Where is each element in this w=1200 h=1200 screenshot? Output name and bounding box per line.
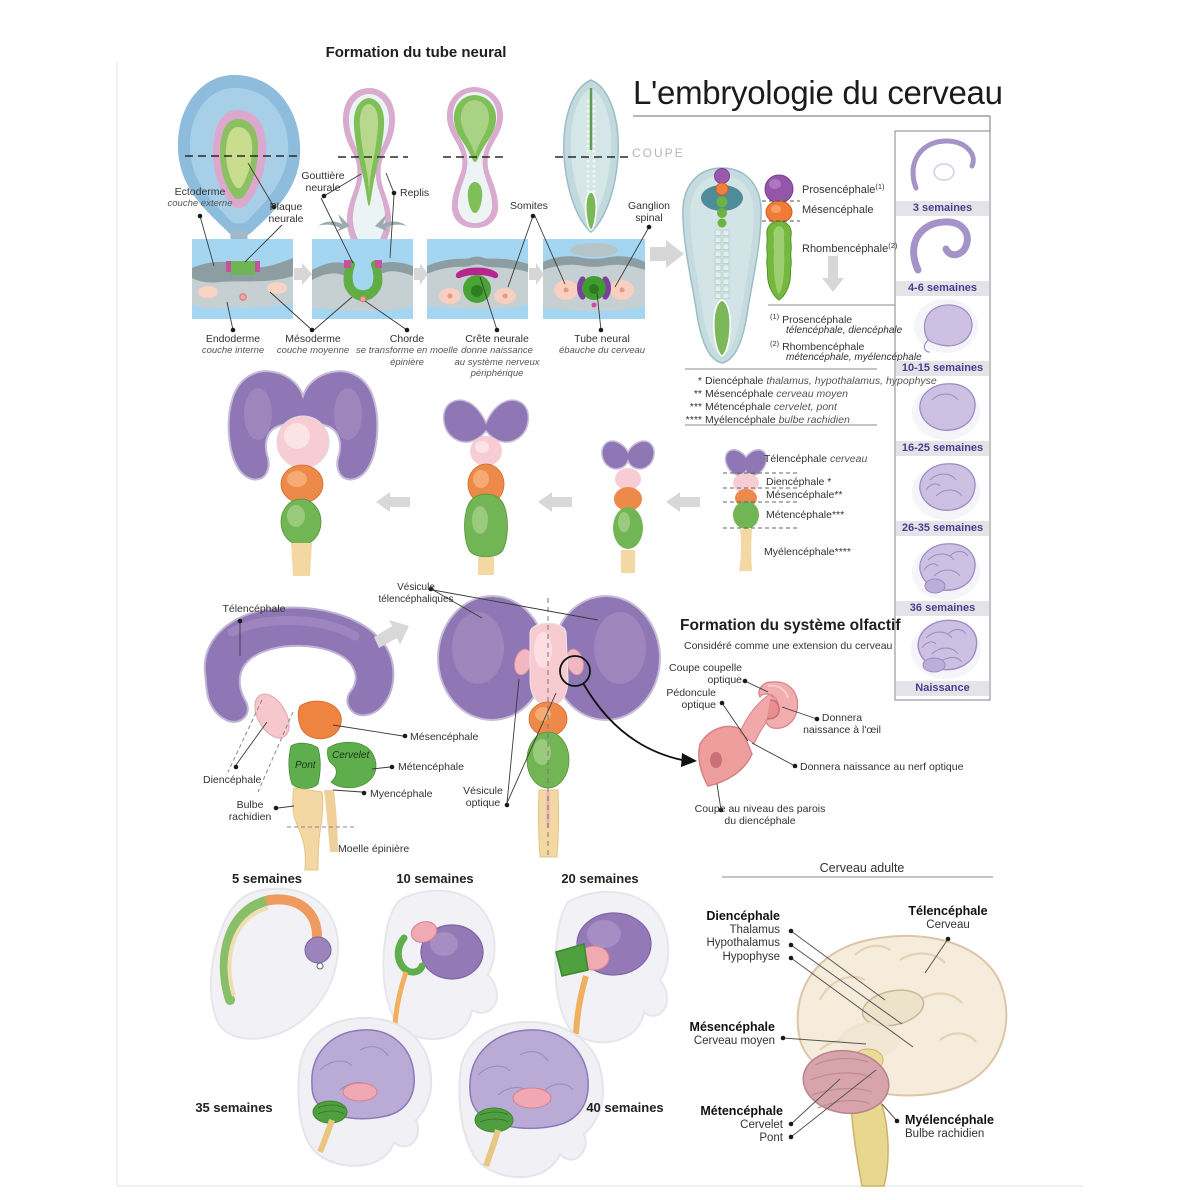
timeline-bar	[896, 361, 989, 376]
timeline-bar	[896, 521, 989, 536]
poster-edge	[116, 62, 1083, 1187]
label-donnera-oeil: Donnera naissance à l'œil	[803, 712, 881, 737]
olfactory-subtitle: Considéré comme une extension du cerveau	[684, 640, 893, 652]
timeline-bar	[896, 601, 989, 616]
adult-brain	[722, 876, 1008, 1187]
secondary-vesicle-stages	[227, 370, 800, 576]
label-bulbe-rachidien-sagittal: Bulbe rachidien	[228, 799, 272, 824]
timeline-bar	[896, 281, 989, 296]
timeline-3-semaines: 3 semaines	[912, 202, 973, 214]
coupe-label: COUPE	[632, 146, 685, 160]
label-coupe-coupelle: Coupe coupelle optique	[669, 662, 742, 687]
frontal-vesicle-view	[428, 586, 697, 858]
label-cervelet-sagittal: Cervelet	[332, 750, 370, 761]
label-donnera-nerf: Donnera naissance au nerf optique	[800, 761, 964, 773]
label-somites: Somites	[510, 200, 548, 212]
stage-5-semaines: 5 semaines	[231, 871, 303, 886]
olfactory-title: Formation du système olfactif	[680, 617, 901, 634]
label-prosencephale: Prosencéphale(1)	[802, 182, 885, 196]
footnote-prosencephale-detail: télencéphale, diencéphale	[786, 325, 903, 336]
label-diencephale-vesicle: Diencéphale *	[766, 476, 832, 488]
label-gouttiere-neurale: Gouttière neurale	[301, 170, 345, 195]
stage-20-semaines: 20 semaines	[561, 871, 639, 886]
dorsal-embryo	[682, 167, 762, 364]
timeline-4-6-semaines: 4-6 semaines	[907, 282, 978, 294]
label-moelle-epiniere: Moelle épinière	[338, 843, 410, 855]
label-telencephale-vesicle: Télencéphale cerveau	[764, 453, 868, 465]
label-mesencephale-primary: Mésencéphale	[802, 204, 874, 216]
label-vesicule-telencephalique: Vésicule télencéphaliques	[378, 582, 454, 605]
label-diencephale-sagittal: Diencéphale	[203, 774, 262, 786]
flow-arrows	[294, 240, 684, 285]
label-coupe-parois: Coupe au niveau des parois du diencéphal…	[694, 803, 826, 828]
label-myelencephale-vesicle: Myélencéphale****	[764, 546, 851, 558]
note-mesencephale: **Mésencéphale cerveau moyen	[693, 388, 849, 400]
stage-10-semaines: 10 semaines	[396, 871, 474, 886]
label-plaque-neurale: Plaque neurale	[268, 201, 304, 226]
label-metencephale-vesicle: Métencéphale***	[766, 509, 845, 521]
note-diencephale: *Diencéphale thalamus, hypothalamus, hyp…	[697, 375, 937, 387]
label-metencephale-sagittal: Métencéphale	[398, 761, 464, 773]
timeline-bar	[896, 201, 989, 216]
note-metencephale: ***Métencéphale cervelet, pont	[689, 401, 837, 413]
olfactory-structure	[698, 678, 820, 813]
label-pont-sagittal: Pont	[295, 760, 316, 771]
label-ganglion-spinal: Ganglion spinal	[627, 200, 671, 225]
timeline-26-35-semaines: 26-35 semaines	[901, 522, 984, 534]
timeline-bar	[896, 681, 989, 696]
sagittal-brain	[203, 606, 409, 871]
footnote-rhombencephale: (2) Rhombencéphale	[770, 339, 865, 353]
timeline-36-semaines: 36 semaines	[909, 602, 976, 614]
fetal-heads	[209, 887, 670, 1179]
neural-tube-figures	[177, 74, 628, 262]
label-mesencephale-sagittal: Mésencéphale	[410, 731, 479, 743]
label-vesicule-optique: Vésicule optique	[463, 785, 503, 810]
label-replis: Replis	[400, 187, 430, 199]
cross-section-boxes	[192, 214, 684, 319]
title-rules	[633, 115, 991, 131]
label-rhombencephale: Rhombencéphale(2)	[802, 241, 898, 255]
coupe-dashed-lines	[185, 155, 628, 158]
label-mesencephale-vesicle: Mésencéphale**	[766, 489, 843, 501]
timeline-bar	[896, 441, 989, 456]
timeline-16-25-semaines: 16-25 semaines	[901, 442, 984, 454]
top-leader-lines	[197, 162, 652, 333]
adult-brain-title: Cerveau adulte	[819, 861, 905, 875]
stage-35-semaines: 35 semaines	[195, 1100, 273, 1115]
label-myencephale-sagittal: Myencéphale	[370, 788, 433, 800]
neural-tube-title: Formation du tube neural	[325, 44, 507, 61]
timeline-naissance: Naissance	[915, 682, 970, 694]
footnote-prosencephale: (1) Prosencéphale	[770, 312, 853, 326]
timeline-10-15-semaines: 10-15 semaines	[901, 362, 984, 374]
label-pedoncule-optique: Pédoncule optique	[666, 687, 716, 712]
page-title: L'embryologie du cerveau	[633, 74, 1003, 111]
label-telencephale-sagittal: Télencéphale	[222, 603, 286, 615]
stage-40-semaines: 40 semaines	[586, 1100, 664, 1115]
primary-vesicle-column	[685, 174, 912, 426]
footnote-rhombencephale-detail: métencéphale, myélencéphale	[786, 352, 922, 363]
note-myelencephale: ****Myélencéphale bulbe rachidien	[685, 414, 850, 426]
